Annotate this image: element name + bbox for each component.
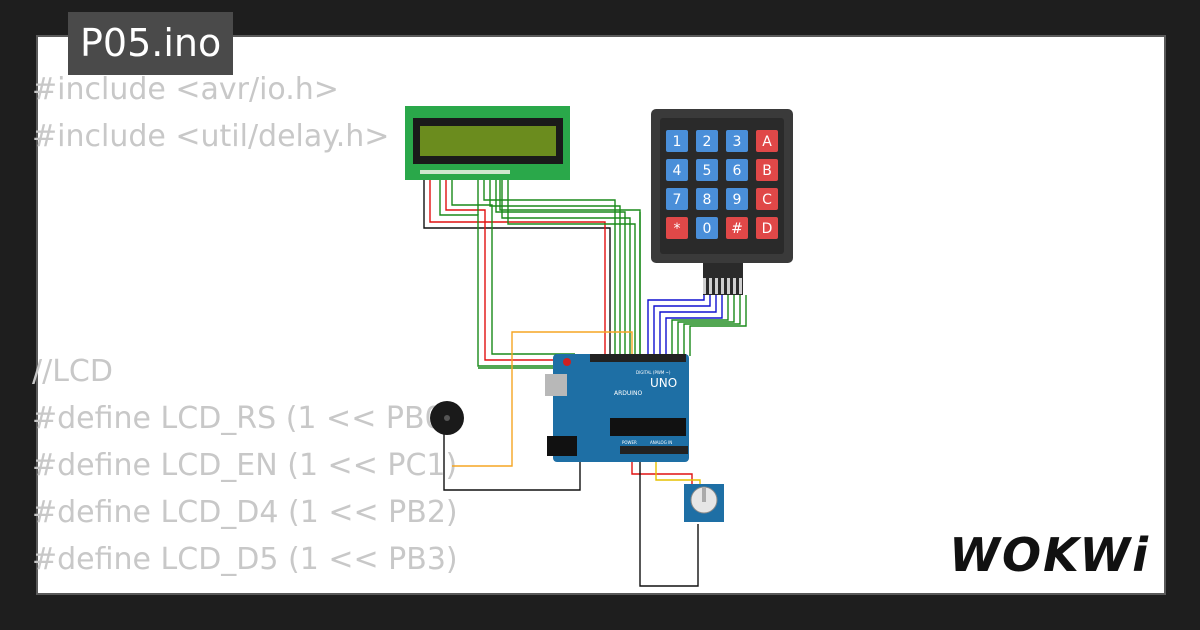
code-line: #define LCD_RS (1 << PB0)	[32, 401, 456, 436]
keypad-key-label: 0	[703, 221, 712, 237]
keypad-key[interactable]	[726, 130, 748, 152]
keypad-key-label: D	[762, 221, 773, 237]
keypad-key-label: 4	[673, 163, 682, 179]
wokwi-logo: WOKWi	[949, 528, 1150, 582]
potentiometer[interactable]	[684, 484, 724, 522]
keypad-module[interactable]: 1 2 3 A 4 5 6 B 7 8 9 C * 0 # D	[651, 109, 793, 295]
digital-pins-label: DIGITAL (PWM ~)	[636, 370, 671, 375]
keypad-key-label: A	[762, 134, 772, 150]
keypad-key-label: 3	[733, 134, 742, 150]
buzzer[interactable]	[430, 401, 464, 435]
keypad-key[interactable]	[696, 217, 718, 239]
keypad-key-label: #	[731, 221, 743, 237]
keypad-key[interactable]	[756, 188, 778, 210]
power-pins-label: POWER	[622, 440, 637, 445]
keypad-key[interactable]	[666, 159, 688, 181]
lcd-wires	[423, 178, 641, 369]
keypad-key[interactable]	[666, 130, 688, 152]
keypad-key[interactable]	[696, 159, 718, 181]
keypad-key-label: 5	[703, 163, 712, 179]
bottom-frame	[0, 593, 1200, 630]
keypad-key-label: 2	[703, 134, 712, 150]
code-line: #include <avr/io.h>	[32, 72, 339, 107]
keypad-key[interactable]	[726, 217, 748, 239]
pot-wires	[631, 458, 701, 587]
project-title: P05.ino	[68, 12, 234, 75]
keypad-key-label: B	[762, 163, 772, 179]
code-line: //LCD	[32, 354, 113, 389]
keypad-key-label: 9	[733, 192, 742, 208]
code-line: #define LCD_D4 (1 << PB2)	[32, 495, 458, 530]
keypad-key[interactable]	[666, 217, 688, 239]
project-card	[36, 35, 1166, 595]
lcd-module[interactable]	[405, 106, 570, 180]
keypad-key-label: C	[762, 192, 772, 208]
card-bottom-border	[36, 593, 1166, 595]
code-line: #define LCD_D5 (1 << PB3)	[32, 542, 458, 577]
keypad-key[interactable]	[726, 159, 748, 181]
keypad-key[interactable]	[696, 188, 718, 210]
keypad-key[interactable]	[756, 217, 778, 239]
keypad-key-label: 7	[673, 192, 682, 208]
keypad-key-label: 6	[733, 163, 742, 179]
keypad-key-label: 8	[703, 192, 712, 208]
keypad-key[interactable]	[666, 188, 688, 210]
keypad-keys: 1 2 3 A 4 5 6 B 7 8 9 C * 0 # D	[666, 130, 778, 239]
arduino-uno-board[interactable]: UNO ARDUINO DIGITAL (PWM ~) POWER ANALOG…	[545, 354, 689, 462]
keypad-key-label: *	[674, 221, 681, 237]
analog-pins-label: ANALOG IN	[650, 440, 672, 445]
code-line: #include <util/delay.h>	[32, 119, 390, 154]
keypad-key[interactable]	[726, 188, 748, 210]
code-line: #define LCD_EN (1 << PC1)	[32, 448, 458, 483]
board-model-label: UNO	[650, 376, 677, 390]
code-preview: #include <avr/io.h> #include <util/delay…	[32, 72, 458, 589]
keypad-key[interactable]	[756, 159, 778, 181]
keypad-wires	[647, 295, 747, 356]
board-brand-label: ARDUINO	[614, 390, 643, 397]
keypad-key[interactable]	[756, 130, 778, 152]
keypad-key-label: 1	[673, 134, 682, 150]
keypad-key[interactable]	[696, 130, 718, 152]
